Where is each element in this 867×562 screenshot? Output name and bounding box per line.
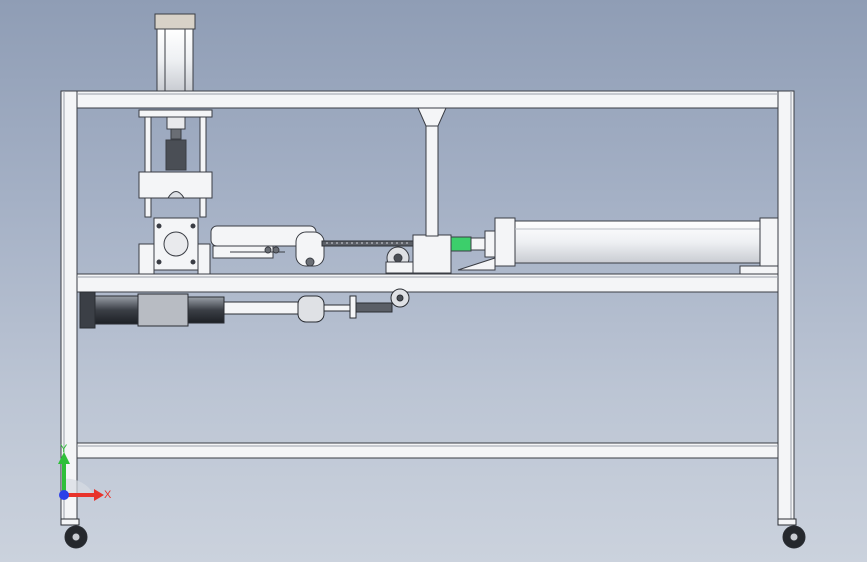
motor-assembly [79,288,410,329]
z-axis-dot [59,490,69,500]
linkage-arm [210,225,325,267]
sprocket-block [385,234,452,274]
vertical-cylinder [154,13,196,92]
caster-right [777,518,806,549]
frame [60,90,795,522]
y-axis-label: Y [60,443,68,455]
x-axis-label: X [104,489,112,501]
lower-rail [76,442,779,459]
press-assembly [138,109,213,275]
table-plate [76,273,779,293]
horizontal-cylinder [450,217,779,275]
hopper [417,107,447,237]
caster-left [60,518,88,549]
